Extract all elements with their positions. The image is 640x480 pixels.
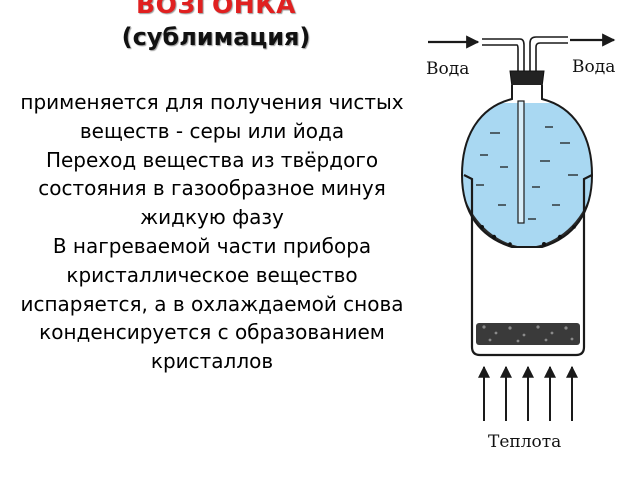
title-block: ВОЗГОНКА (сублимация) (0, 0, 432, 54)
paragraph-process: В нагреваемой части прибора кристалличес… (20, 233, 404, 374)
paragraph-usage: применяется для получения чистых веществ… (20, 90, 404, 143)
outlet-tube (529, 36, 568, 81)
sublimation-apparatus-diagram: Вода Вода Теплота (420, 15, 620, 480)
condensed-crystals (480, 225, 576, 246)
slide-subtitle: (сублимация) (121, 23, 311, 51)
paragraph-definition: Переход вещества из твёрдого состояния в… (38, 147, 386, 230)
label-water-out: Вода (572, 57, 616, 77)
slide-title: ВОЗГОНКА (136, 0, 296, 19)
outer-vessel (463, 174, 593, 357)
cooling-flask (460, 85, 594, 248)
apparatus-drawing (428, 33, 616, 421)
rubber-stopper (509, 70, 545, 88)
label-water-in: Вода (426, 59, 470, 79)
description-text: применяется для получения чистых веществ… (8, 88, 416, 376)
label-heat: Теплота (488, 432, 562, 452)
heat-arrows (478, 365, 578, 421)
solid-substance-layer (476, 323, 580, 345)
